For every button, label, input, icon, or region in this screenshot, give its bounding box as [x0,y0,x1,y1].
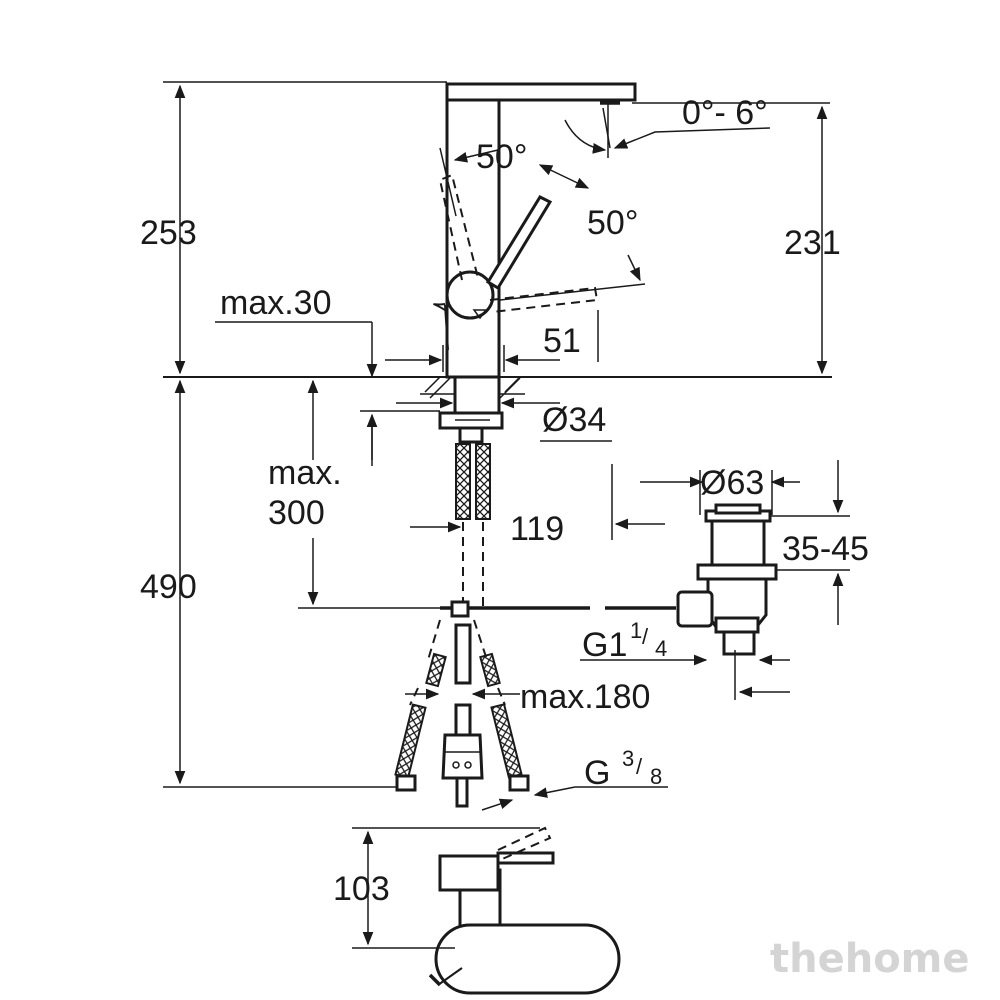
faucet-column [445,95,501,379]
lever-hub [445,270,495,320]
label-waste-thread-num: 1 [630,618,642,643]
hose-left-upper [455,443,471,520]
watermark-logo: thehome [770,936,970,982]
dimension-lines [163,81,850,949]
label-waste-thread: G1 [582,626,627,664]
label-hole-diameter: Ø34 [542,401,606,439]
label-max-under-value: 300 [268,494,325,532]
label-spout-height: 231 [784,224,841,262]
label-supply-thread-num: 3 [622,746,634,771]
waste-tailpiece [722,630,756,656]
lift-rod [440,600,676,618]
lever-catch [433,303,449,313]
detail-lever-block [438,854,500,892]
label-below-deck: 490 [140,568,197,606]
waste-nut [696,563,778,581]
pull-rod [441,623,484,808]
hose-right-lower [490,703,523,779]
rod-clamp [441,733,484,780]
hose-right-fitting [508,774,530,792]
rod-connector [450,600,470,618]
waste-plug [714,503,762,515]
waste-body [710,519,766,567]
label-waste-diameter: Ø63 [700,464,764,502]
mounting-stud [458,426,484,444]
hose-left-fitting [395,774,417,792]
waste-side-knob [676,590,714,628]
label-lever-offset: 51 [543,322,581,360]
label-waste-height: 35-45 [782,530,869,568]
label-supply-thread: G [584,754,610,792]
lever-left-position [438,173,479,281]
label-max-deck: max.30 [220,284,332,322]
pull-rod-upper [454,623,472,685]
label-total-height: 253 [140,214,197,252]
hose-right-upper [475,443,491,520]
lever-right-position [489,286,599,313]
label-supply-thread-slash: / [636,754,643,779]
label-lever-angle-right: 50° [587,204,638,242]
faucet-spout [445,82,637,102]
lever-handle [485,195,553,291]
hose-left-mid [425,652,447,688]
supply-hoses [394,443,530,792]
label-waste-thread-slash: / [642,624,649,649]
label-max-180: max.180 [520,678,650,716]
hose-right-mid [479,652,501,688]
label-hose-spacing: 119 [510,510,564,548]
waste-tail-nut [714,616,760,634]
label-spout-tilt: 0°- 6° [682,94,768,132]
label-waste-thread-den: 4 [655,636,667,661]
label-supply-thread-den: 8 [650,764,662,789]
lever-clearance-detail [428,826,621,995]
detail-spout-end [434,923,621,995]
hose-left-lower [394,703,427,779]
faucet-shank [453,375,501,415]
faucet-body [433,82,637,444]
pull-rod-lower [454,703,472,737]
pop-up-waste [676,503,778,656]
label-lever-angle-left: 50° [476,138,527,176]
label-lever-clearance: 103 [333,870,390,908]
label-max-under: max. [268,454,342,492]
rod-end [455,776,469,808]
